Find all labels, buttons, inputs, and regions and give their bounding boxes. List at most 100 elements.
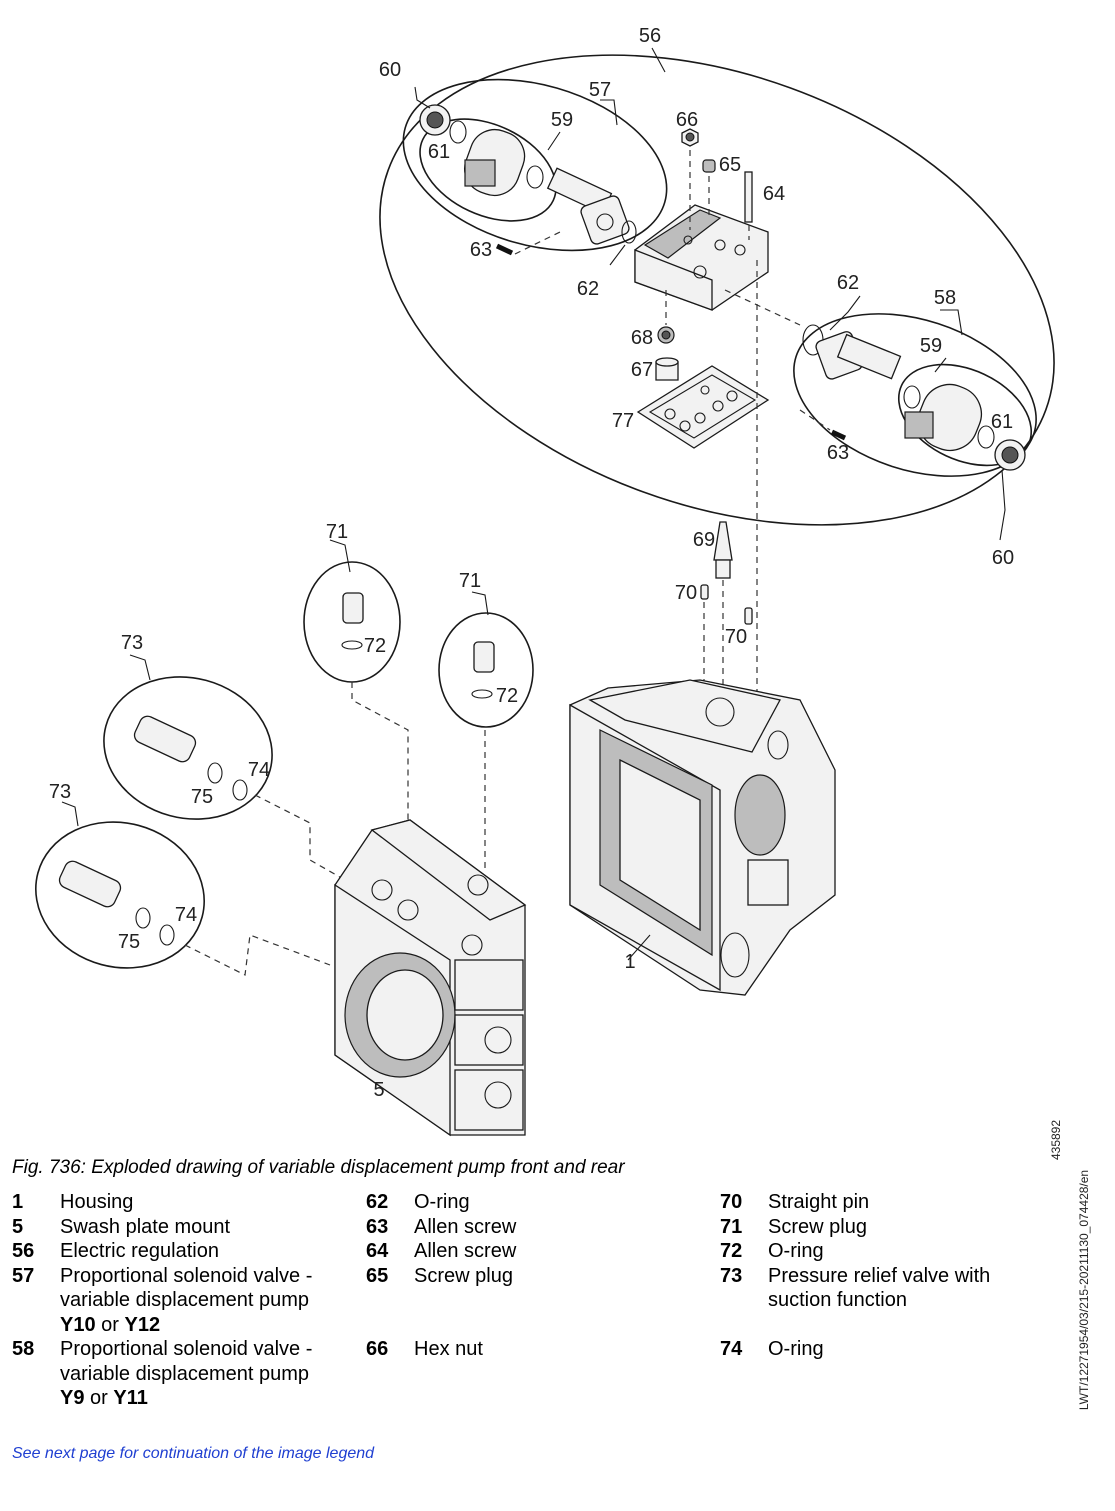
housing-1 — [569, 679, 836, 996]
screw-plug-71b — [438, 591, 534, 872]
legend-conjunction: or — [84, 1387, 114, 1409]
legend-text: O-ring — [768, 1239, 824, 1264]
legend-row: 5 Swash plate mount — [12, 1215, 352, 1240]
legend-row: 63 Allen screw — [366, 1215, 696, 1240]
legend-number: 74 — [720, 1338, 743, 1360]
gasket-77 — [636, 365, 770, 449]
legend-row: 1 Housing — [12, 1190, 352, 1215]
legend-row: 71 Screw plug — [720, 1215, 1040, 1240]
callout-67: 67 — [631, 359, 653, 381]
legend-text: O-ring — [768, 1337, 824, 1411]
legend-number: 58 — [12, 1338, 35, 1360]
callout-56: 56 — [639, 25, 661, 47]
callout-68: 68 — [631, 327, 653, 349]
callout-73: 73 — [49, 781, 71, 803]
legend-text: Screw plug — [768, 1215, 867, 1240]
continuation-note: See next page for continuation of the im… — [12, 1445, 375, 1462]
callout-1: 1 — [624, 951, 635, 973]
legend-text: Housing — [60, 1190, 133, 1215]
callout-5: 5 — [373, 1079, 384, 1101]
callout-71: 71 — [459, 570, 481, 592]
callout-63: 63 — [470, 239, 492, 261]
legend-conjunction: or — [95, 1313, 125, 1336]
group-56-outline — [379, 54, 1055, 526]
callout-63: 63 — [827, 442, 849, 464]
allen-screw-63b — [799, 409, 847, 441]
callout-65: 65 — [719, 154, 741, 176]
legend-description: Hex nut — [414, 1338, 483, 1360]
callout-61: 61 — [991, 411, 1013, 433]
legend-column-1: 1 Housing 5 Swash plate mount 56 Electric reg… — [12, 1190, 352, 1411]
legend-text: Allen screw — [414, 1239, 516, 1264]
callout-72: 72 — [364, 635, 386, 657]
legend-description: Proportional solenoid valve - variable d… — [60, 1338, 313, 1385]
legend-designation: Y9 — [60, 1387, 85, 1409]
legend-text: Hex nut — [414, 1337, 483, 1411]
legend-number: 65 — [366, 1264, 389, 1287]
legend-designation: Y11 — [113, 1387, 148, 1409]
callout-69: 69 — [693, 529, 715, 551]
legend-row: 73 Pressure relief valve with suction fun… — [720, 1264, 1040, 1338]
legend-description: O-ring — [414, 1191, 470, 1213]
callout-61: 61 — [428, 141, 450, 163]
figure-caption: Fig. 736: Exploded drawing of variable d… — [12, 1157, 625, 1178]
callout-74: 74 — [248, 759, 270, 781]
legend-description: Pressure relief valve with suction funct… — [768, 1264, 991, 1312]
callout-74: 74 — [175, 904, 197, 926]
legend-number: 66 — [366, 1338, 389, 1360]
screw-plug-65 — [702, 159, 716, 220]
legend-row: 62 O-ring — [366, 1190, 696, 1215]
legend-description: Screw plug — [768, 1215, 867, 1238]
legend-designation: Y10 — [60, 1313, 96, 1336]
callout-64: 64 — [763, 183, 785, 205]
allen-screw-63a — [495, 231, 561, 256]
legend-designation: Y12 — [124, 1313, 161, 1336]
callout-59: 59 — [551, 109, 573, 131]
legend-text: Allen screw — [414, 1215, 516, 1240]
document-code: LWT/12271954/03/215-20211130_074428/en — [1077, 1170, 1091, 1410]
callout-60: 60 — [992, 547, 1014, 569]
legend-description: O-ring — [768, 1338, 824, 1360]
callout-62: 62 — [837, 272, 859, 294]
legend-number: 56 — [12, 1240, 35, 1262]
legend-row: 65 Screw plug — [366, 1264, 696, 1338]
callout-71: 71 — [326, 521, 348, 543]
legend-text: Swash plate mount — [60, 1215, 230, 1240]
callout-75: 75 — [191, 786, 213, 808]
hex-nut-66 — [681, 128, 699, 230]
legend-text: O-ring — [414, 1190, 470, 1215]
legend-text: Pressure relief valve with suction funct… — [768, 1264, 1040, 1338]
callout-62: 62 — [577, 278, 599, 300]
legend-number: 64 — [366, 1240, 389, 1262]
legend-text: Straight pin — [768, 1190, 869, 1215]
callout-57: 57 — [589, 79, 611, 101]
relief-valve-73a — [103, 654, 346, 881]
legend-number: 1 — [12, 1191, 24, 1213]
legend-text: Electric regulation — [60, 1239, 219, 1264]
legend-number: 71 — [720, 1215, 743, 1238]
legend-text: Screw plug — [414, 1264, 513, 1338]
allen-screw-64 — [744, 171, 753, 240]
legend-number: 63 — [366, 1215, 389, 1238]
legend-description: Screw plug — [414, 1264, 513, 1287]
legend-number: 57 — [12, 1264, 35, 1287]
legend-number: 5 — [12, 1215, 24, 1238]
legend-number: 70 — [720, 1191, 743, 1213]
legend-number: 62 — [366, 1191, 389, 1213]
legend-description: O-ring — [768, 1240, 824, 1262]
document-id: 435892 LWT/12271954/03/215-20211130_0744… — [1049, 1120, 1091, 1410]
solenoid-valve-58 — [802, 324, 1033, 471]
legend-number: 73 — [720, 1264, 743, 1287]
legend-text: Proportional solenoid valve - variable d… — [60, 1337, 352, 1411]
legend-row: 64 Allen screw — [366, 1239, 696, 1264]
legend-row: 70 Straight pin — [720, 1190, 1040, 1215]
legend-row: 74 O-ring — [720, 1337, 1040, 1411]
callout-77: 77 — [612, 410, 634, 432]
callout-70: 70 — [725, 626, 747, 648]
legend-description: Electric regulation — [60, 1240, 219, 1262]
exploded-drawing: 56 60 57 59 61 66 65 64 63 62 62 58 59 6… — [35, 25, 1055, 1137]
legend-description: Swash plate mount — [60, 1215, 231, 1238]
